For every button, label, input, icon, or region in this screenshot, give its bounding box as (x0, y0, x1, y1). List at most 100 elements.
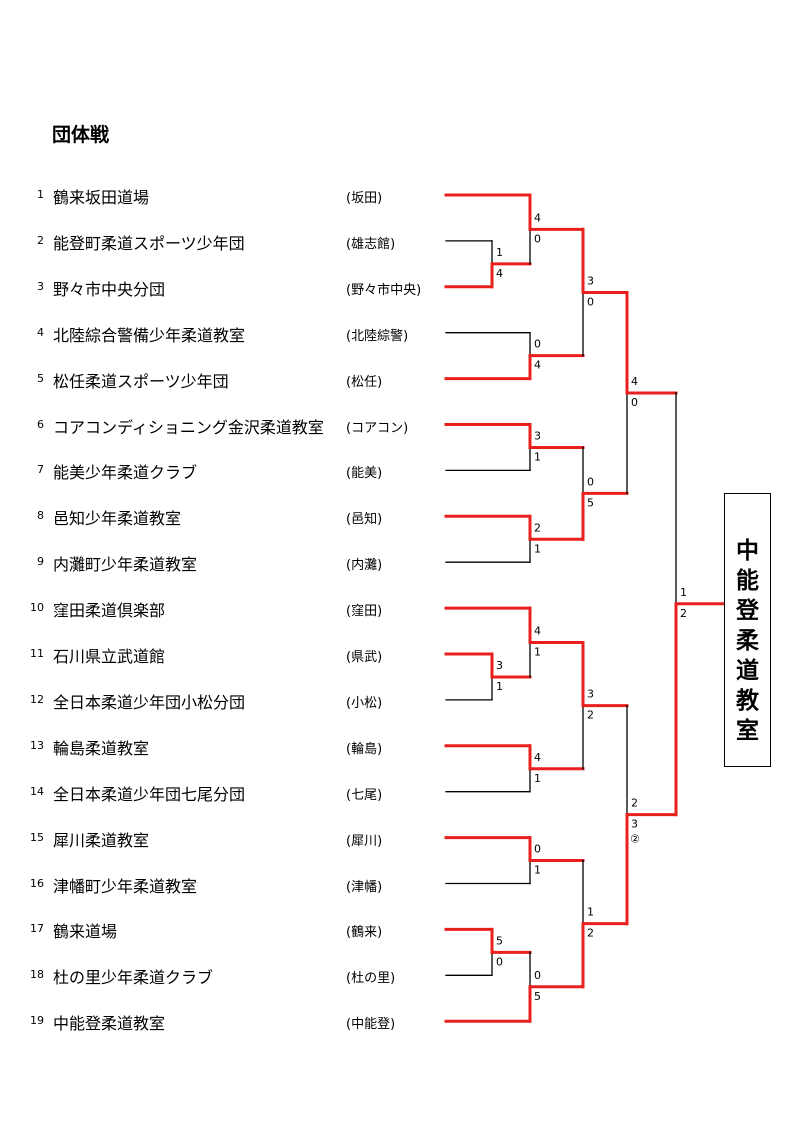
team-name: 石川県立武道館 (53, 647, 166, 666)
match-score: 3 (631, 818, 638, 831)
team-number: 7 (37, 463, 44, 477)
team-name: 鶴来坂田道場 (53, 188, 150, 207)
team-short-name: (コアコン) (346, 420, 409, 436)
team-number: 14 (30, 784, 44, 798)
team-name: 野々市中央分団 (53, 279, 166, 299)
match-score: 0 (587, 296, 594, 309)
match-score: 0 (534, 969, 541, 982)
match-score: 0 (496, 955, 503, 968)
team-row: 19 中能登柔道教室 (中能登) (0, 1009, 440, 1033)
team-row: 10 窪田柔道倶楽部 (窪田) (0, 596, 440, 620)
team-name: 邑知少年柔道教室 (53, 509, 182, 529)
team-name: 鶴来道場 (53, 922, 118, 942)
match-score: 5 (534, 990, 541, 1003)
team-name: 犀川柔道教室 (53, 830, 150, 850)
team-number: 5 (37, 371, 44, 385)
match-score: 1 (534, 450, 541, 463)
team-short-name: (鶴来) (346, 925, 383, 941)
team-name: 窪田柔道倶楽部 (53, 601, 166, 621)
team-short-name: (能美) (346, 466, 383, 482)
match-marker: ② (630, 833, 640, 846)
team-short-name: (中能登) (346, 1017, 396, 1033)
team-number: 16 (30, 876, 44, 890)
match-score: 2 (534, 521, 541, 534)
match-score: 2 (631, 797, 638, 810)
team-short-name: (県武) (346, 650, 383, 665)
team-short-name: (坂田) (346, 191, 383, 206)
team-short-name: (津幡) (346, 879, 383, 895)
match-score: 0 (534, 232, 541, 245)
team-name: 中能登柔道教室 (53, 1014, 166, 1034)
match-score: 3 (534, 429, 541, 442)
team-number: 12 (30, 692, 44, 706)
match-score: 0 (534, 843, 541, 856)
match-score: 4 (534, 211, 541, 224)
match-score: 0 (631, 396, 638, 409)
team-number: 11 (30, 647, 44, 660)
team-row: 9 内灘町少年柔道教室 (内灘) (0, 550, 440, 574)
team-short-name: (内灘) (346, 558, 383, 574)
match-score: 2 (587, 709, 594, 722)
team-name: 全日本柔道少年団七尾分団 (53, 784, 246, 804)
team-number: 8 (37, 509, 44, 523)
team-number: 9 (37, 555, 44, 569)
team-number: 19 (30, 1014, 44, 1028)
match-score: 3 (587, 688, 594, 701)
team-name: 能登町柔道スポーツ少年団 (53, 233, 245, 253)
team-name: 松任柔道スポーツ少年団 (53, 371, 229, 391)
team-row: 13 輪島柔道教室 (輪島) (0, 734, 440, 758)
team-name: コアコンディショニング金沢柔道教室 (53, 417, 324, 437)
match-score: 0 (587, 475, 594, 488)
match-score: 3 (587, 275, 594, 288)
team-number: 1 (37, 188, 44, 201)
match-score: 4 (534, 625, 541, 638)
page-title: 団体戦 (52, 124, 110, 146)
team-short-name: (輪島) (346, 741, 383, 757)
match-score: 4 (534, 359, 541, 372)
team-name: 北陸綜合警備少年柔道教室 (53, 325, 246, 345)
team-row: 14 全日本柔道少年団七尾分団 (七尾) (0, 780, 440, 804)
team-row: 6 コアコンディショニング金沢柔道教室 (コアコン) (0, 413, 440, 437)
team-name: 能美少年柔道クラブ (53, 463, 198, 483)
team-number: 10 (30, 601, 44, 615)
match-score: 1 (534, 864, 541, 877)
team-number: 2 (37, 233, 44, 247)
match-score: 1 (496, 246, 503, 259)
team-number: 13 (30, 738, 44, 752)
team-short-name: (杜の里) (346, 971, 396, 987)
team-name: 杜の里少年柔道クラブ (53, 968, 214, 988)
team-short-name: (野々市中央) (346, 282, 422, 298)
match-score: 1 (496, 680, 503, 693)
match-score: 4 (534, 751, 541, 764)
match-score: 4 (496, 267, 503, 280)
team-name: 輪島柔道教室 (53, 738, 150, 758)
team-short-name: (雄志館) (346, 236, 396, 252)
team-row: 18 杜の里少年柔道クラブ (杜の里) (0, 963, 440, 987)
team-short-name: (松任) (346, 374, 383, 390)
team-number: 18 (30, 968, 44, 982)
final-score-bottom: 2 (680, 607, 687, 620)
match-score: 1 (587, 906, 594, 919)
team-short-name: (窪田) (346, 604, 383, 620)
team-row: 7 能美少年柔道クラブ (能美) (0, 458, 440, 482)
team-number: 6 (37, 417, 44, 431)
match-score: 1 (534, 646, 541, 659)
final-score-top: 1 (680, 586, 687, 599)
team-short-name: (七尾) (346, 787, 383, 803)
team-name: 内灘町少年柔道教室 (53, 555, 198, 575)
team-row: 17 鶴来道場 (鶴来) (0, 917, 440, 941)
team-number: 17 (30, 922, 44, 936)
match-score: 1 (534, 542, 541, 555)
team-short-name: (邑知) (346, 512, 383, 528)
team-number: 4 (37, 325, 44, 339)
match-score: 5 (496, 934, 503, 947)
team-row: 1 鶴来坂田道場 (坂田) (0, 183, 440, 207)
match-score: 0 (534, 338, 541, 351)
match-score: 4 (631, 375, 638, 388)
match-score: 3 (496, 659, 503, 672)
